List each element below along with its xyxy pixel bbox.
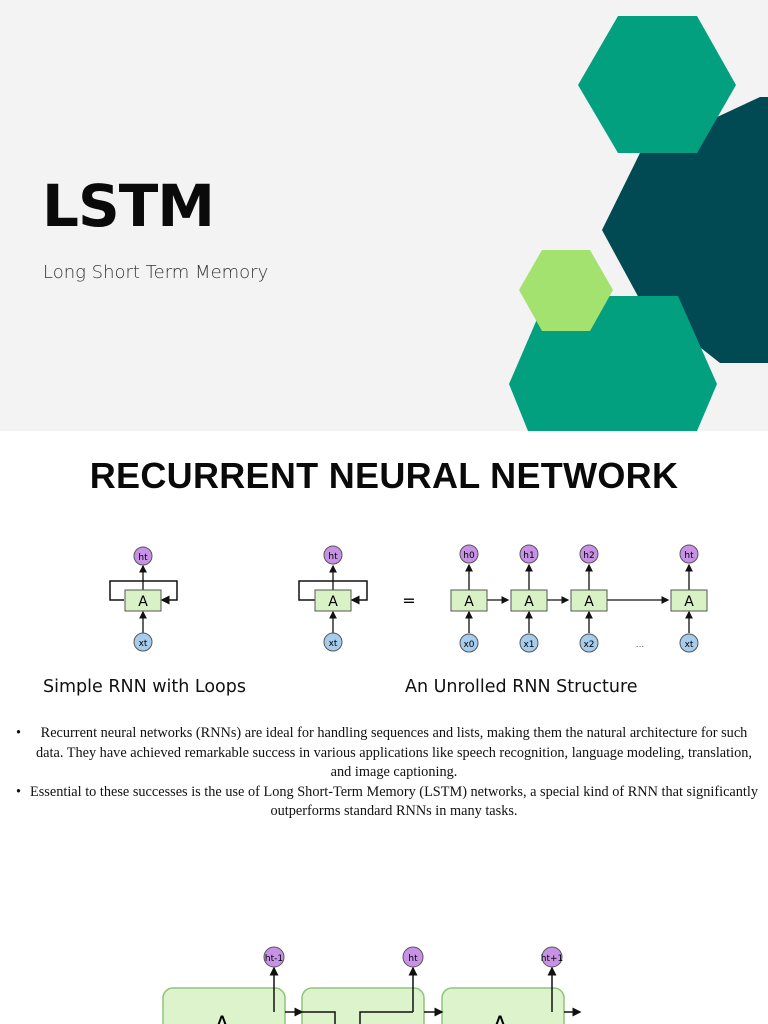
output-node-label: ht xyxy=(328,552,338,562)
lstm-cell-current xyxy=(301,987,425,1024)
output-node-label: h0 xyxy=(463,551,475,561)
cover-subtitle: Long Short Term Memory xyxy=(43,262,269,283)
bullet-item-2: Essential to these successes is the use … xyxy=(0,783,768,822)
lstm-cell-next xyxy=(441,987,565,1024)
equals-sign: = xyxy=(402,591,415,610)
unrolled-step-1: A h1 x1 xyxy=(510,544,548,653)
input-node-label: xt xyxy=(329,639,338,649)
unrolled-step-2: A h2 x2 xyxy=(570,544,608,653)
lstm-cell-prev xyxy=(162,987,286,1024)
ellipsis: ... xyxy=(636,640,645,650)
lstm-diagram: A A ht-1 ht ht+1 xyxy=(162,946,582,1024)
output-node-label: h2 xyxy=(583,551,594,561)
bullet-list: Recurrent neural networks (RNNs) are ide… xyxy=(0,724,768,822)
rolled-rnn-cell-group: A ht xt xyxy=(298,545,368,652)
rnn-cell-label: A xyxy=(328,594,338,610)
output-node-label: ht+1 xyxy=(541,954,564,964)
input-node-label: x2 xyxy=(583,640,594,650)
output-node xyxy=(133,546,153,566)
lstm-cell-label: A xyxy=(492,1013,507,1024)
output-node-label: ht xyxy=(138,553,148,563)
input-node-label: xt xyxy=(139,639,148,649)
hexagon-lime xyxy=(519,250,613,331)
input-node-label: xt xyxy=(685,640,694,650)
input-node xyxy=(323,632,343,652)
cover-section: LSTM Long Short Term Memory xyxy=(0,0,768,431)
unrolled-step-0: A h0 x0 xyxy=(450,544,488,653)
unrolled-rnn-group: A h0 x0 A h1 x1 A h2 x2 ... xyxy=(450,544,708,653)
decorative-hexagons xyxy=(509,16,768,431)
rnn-cell-label: A xyxy=(138,594,148,610)
output-node-label: h1 xyxy=(523,551,534,561)
hexagon-teal-top xyxy=(578,16,736,153)
rnn-cell xyxy=(314,589,352,612)
input-node xyxy=(133,632,153,652)
output-node xyxy=(263,946,285,968)
rnn-cell-label: A xyxy=(684,594,694,610)
simple-rnn-cell-group: A ht xt xyxy=(109,546,178,652)
rnn-cell xyxy=(124,589,162,612)
rnn-cell-label: A xyxy=(464,594,474,610)
caption-simple-rnn: Simple RNN with Loops xyxy=(43,677,246,697)
section-title: RECURRENT NEURAL NETWORK xyxy=(89,455,679,496)
output-node-label: ht xyxy=(684,551,694,561)
output-node xyxy=(541,946,563,968)
output-node-label: ht-1 xyxy=(265,954,283,964)
unrolled-step-t: A ht xt xyxy=(670,544,708,653)
lstm-cell-label: A xyxy=(214,1013,229,1024)
input-node-label: x1 xyxy=(523,640,534,650)
cover-title: LSTM xyxy=(42,172,215,240)
rnn-cell-label: A xyxy=(524,594,534,610)
output-node xyxy=(402,946,424,968)
output-node xyxy=(323,545,343,565)
rnn-cell-label: A xyxy=(584,594,594,610)
bullet-item-1: Recurrent neural networks (RNNs) are ide… xyxy=(0,724,768,783)
caption-unrolled-rnn: An Unrolled RNN Structure xyxy=(405,677,638,697)
rnn-diagram: A ht xt A ht xt = A h0 x0 xyxy=(109,544,708,653)
output-node-label: ht xyxy=(408,954,418,964)
input-node-label: x0 xyxy=(463,640,474,650)
